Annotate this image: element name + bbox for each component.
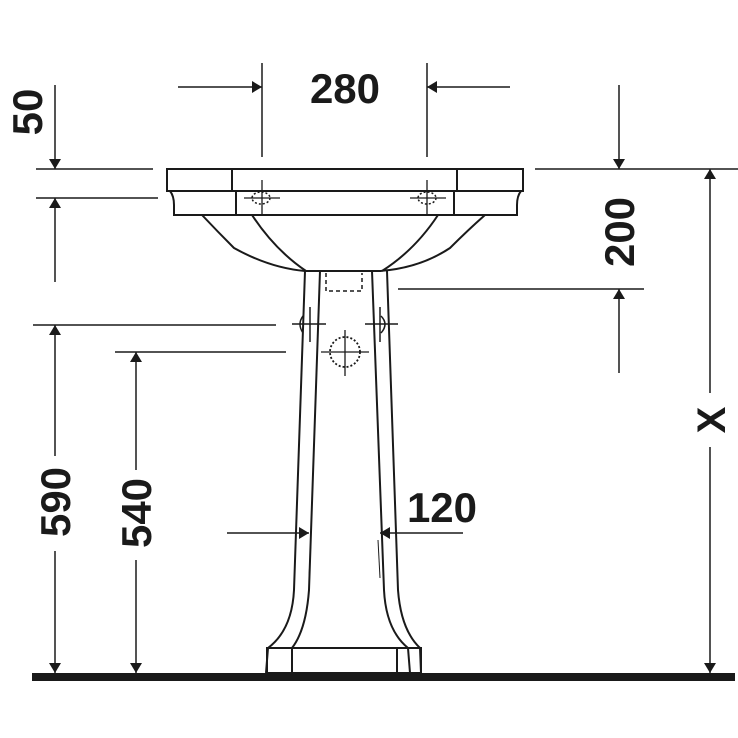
label-200: 200	[596, 197, 643, 267]
dimension-540	[115, 351, 286, 673]
dimension-200	[398, 85, 738, 373]
dimension-590	[33, 324, 276, 673]
dimension-280	[178, 63, 510, 157]
label-280: 280	[310, 65, 380, 112]
floor-line	[32, 673, 735, 681]
label-120: 120	[407, 484, 477, 531]
label-540: 540	[113, 478, 160, 548]
basin	[166, 168, 524, 272]
label-x: X	[690, 406, 734, 433]
pedestal	[265, 270, 422, 674]
dimension-50	[36, 85, 158, 282]
label-50: 50	[4, 89, 51, 136]
label-590: 590	[32, 467, 79, 537]
